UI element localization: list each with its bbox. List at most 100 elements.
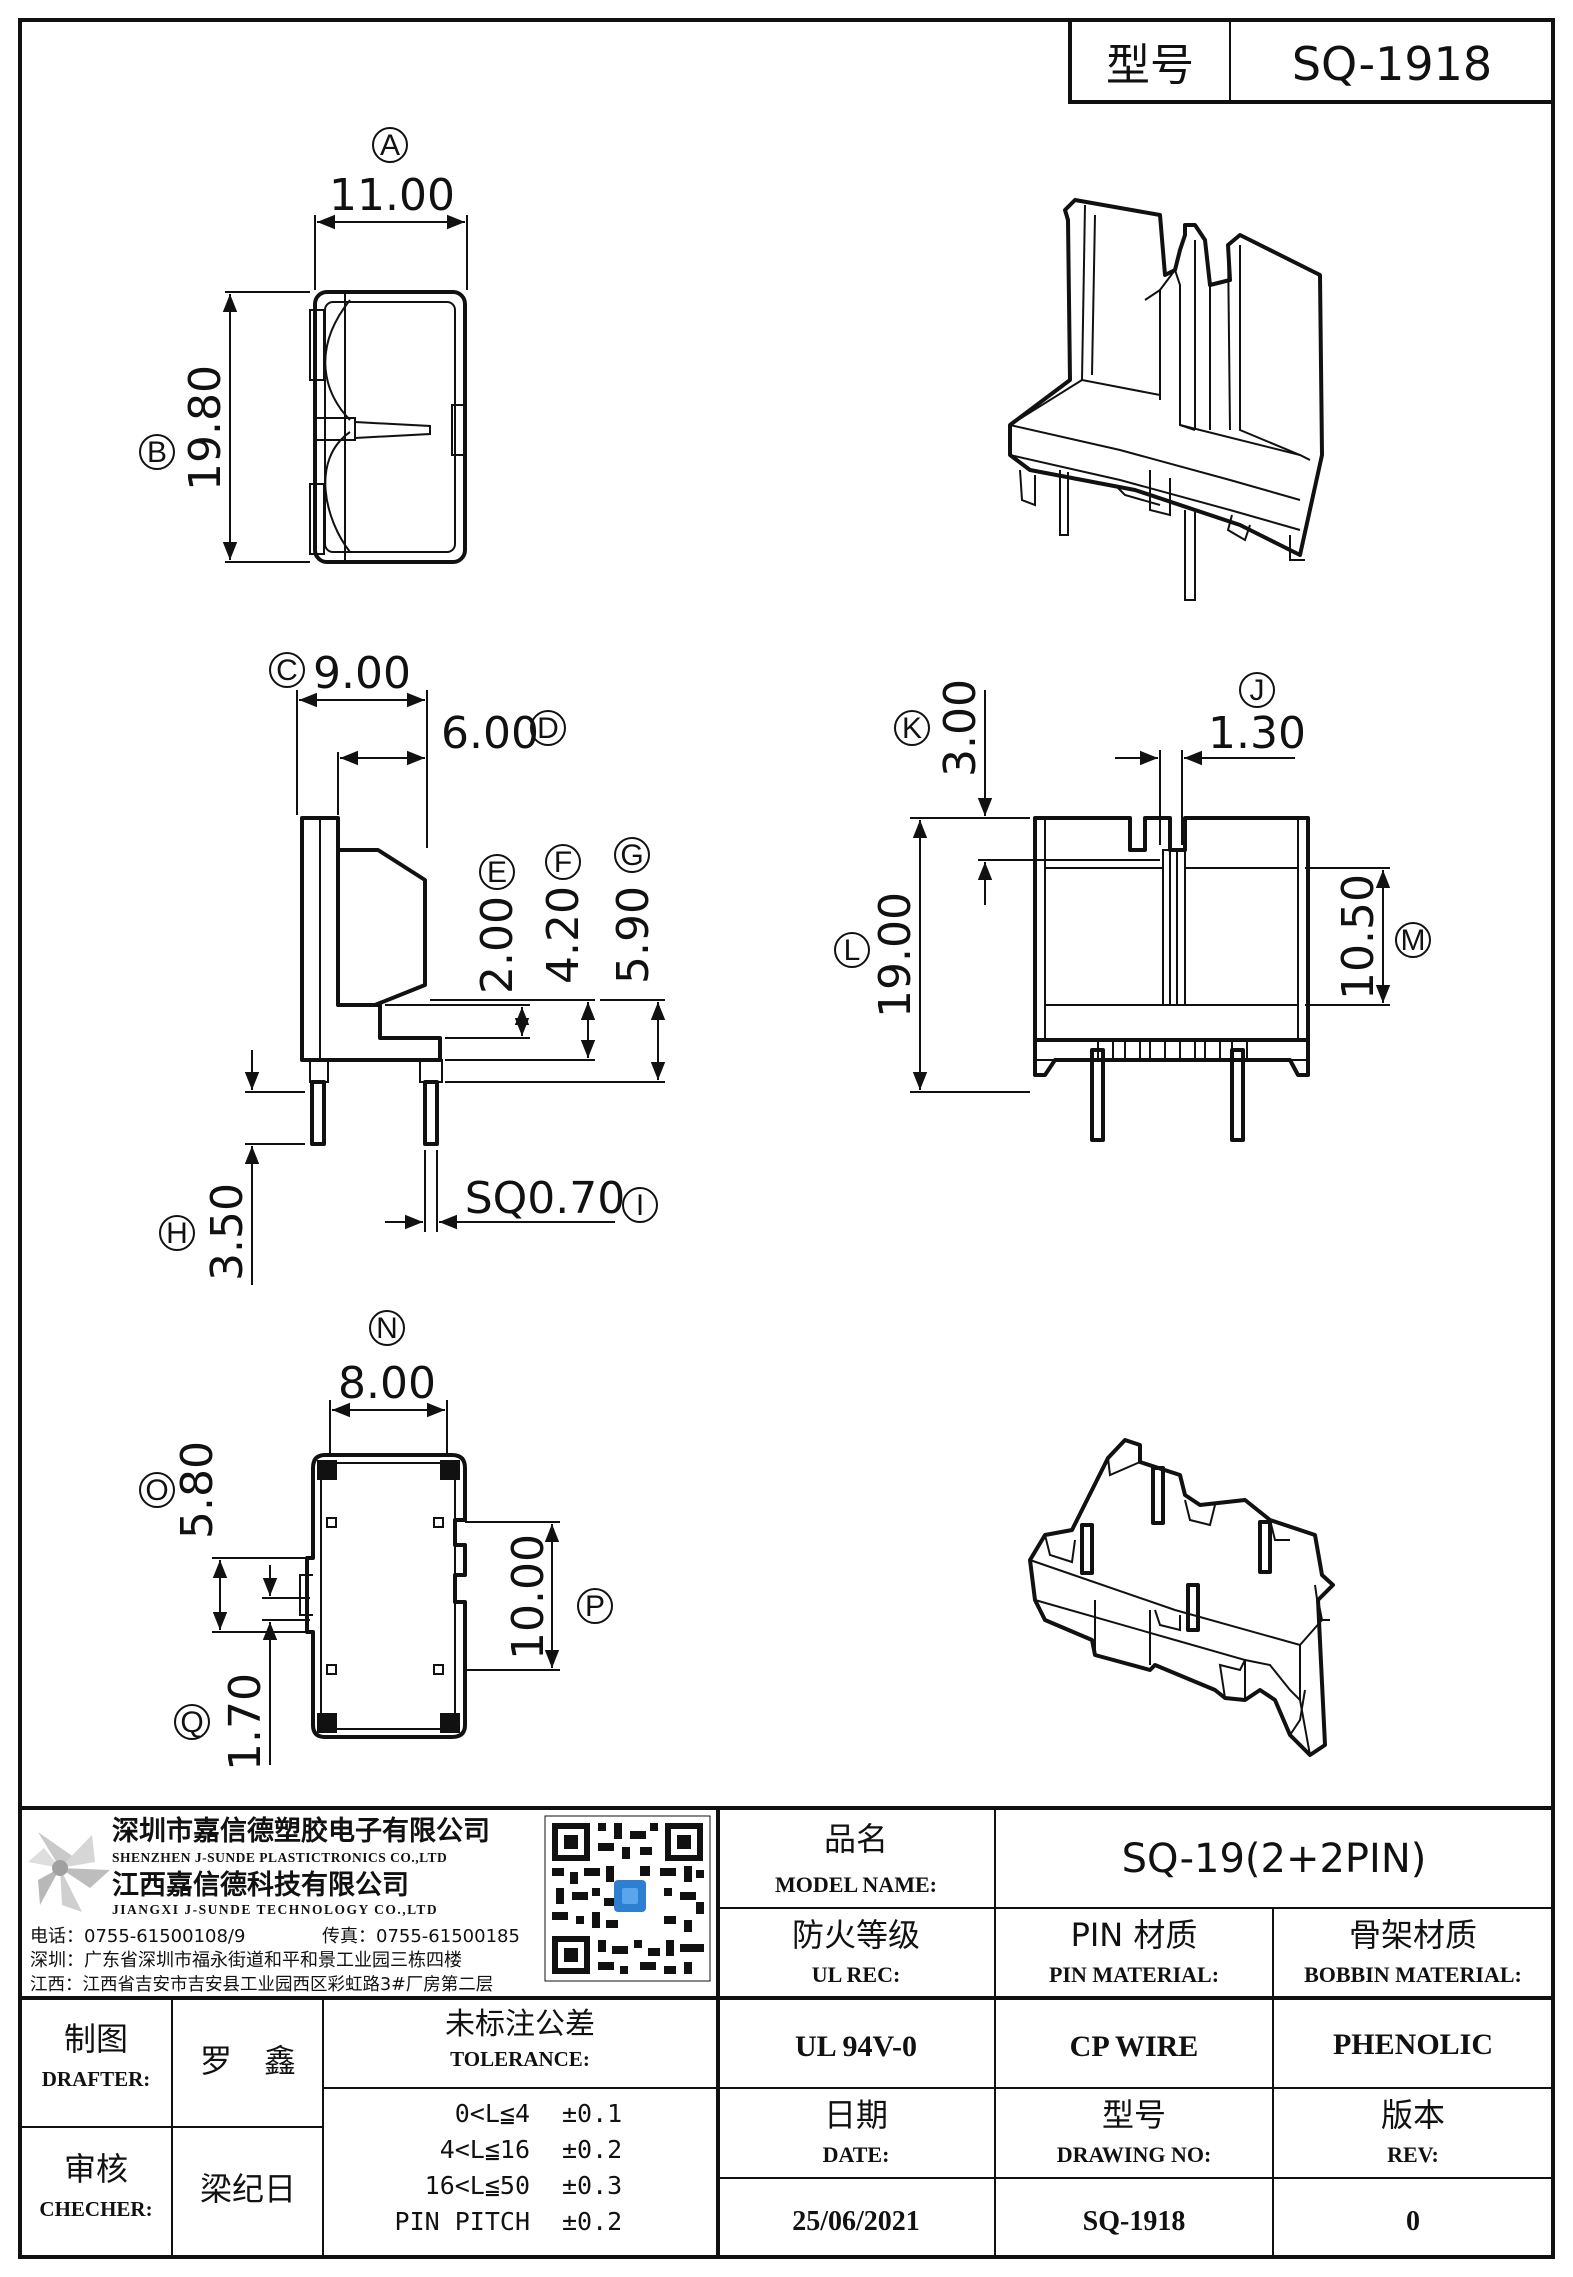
checker-label-cn: 审核 [64, 2150, 128, 2188]
balloon-j-letter: J [1250, 674, 1265, 707]
company-fax: 传真：0755-61500185 [322, 1926, 520, 1947]
bottom-view [299, 1453, 467, 1739]
balloon-h [159, 1215, 195, 1251]
balloon-a-letter: A [380, 129, 400, 162]
rev-label-cn: 版本 [1381, 2096, 1445, 2134]
drawing-no-label-en: DRAWING NO: [1057, 2142, 1212, 2167]
drawing-no-value: SQ-1918 [1083, 2206, 1186, 2237]
balloon-m [1395, 922, 1431, 958]
tolerance-label-cn: 未标注公差 [445, 2007, 595, 2042]
dim-g: G 5.90 [445, 837, 666, 1083]
ul-label-en: UL REC: [812, 1962, 901, 1987]
balloon-d-letter: D [537, 712, 559, 745]
dim-l-value: 19.00 [870, 892, 921, 1018]
balloon-p-letter: P [585, 1590, 605, 1623]
dim-g-value: 5.90 [608, 886, 659, 984]
model-box-value: SQ-1918 [1292, 37, 1492, 91]
balloon-q-letter: Q [180, 1706, 203, 1739]
balloon-e [479, 854, 515, 890]
drafter-label-cn: 制图 [64, 2020, 128, 2058]
qr-code [544, 1815, 711, 1982]
drawing-no-label-cn: 型号 [1102, 2096, 1166, 2134]
dim-h: H 3.50 [159, 1050, 305, 1285]
dim-o: O 5.80 [139, 1441, 307, 1633]
pin-material-value: CP WIRE [1070, 2030, 1199, 2063]
balloon-o-letter: O [145, 1474, 168, 1507]
top-view [309, 290, 467, 564]
balloon-f [545, 844, 581, 880]
dim-a-value: 11.00 [329, 170, 455, 221]
dim-b-value: 19.80 [180, 365, 231, 491]
date-label-cn: 日期 [824, 2096, 888, 2134]
company-name-en-2: JIANGXI J-SUNDE TECHNOLOGY CO.,LTD [112, 1902, 438, 1917]
tolerance-value: ±0.2 [562, 2207, 622, 2236]
tolerance-value: ±0.1 [562, 2099, 622, 2128]
company-address-sz: 深圳：广东省深圳市福永街道和平和景工业园三栋四楼 [30, 1950, 462, 1971]
dim-f-value: 4.20 [538, 886, 589, 984]
ul-value: UL 94V-0 [795, 2030, 917, 2063]
pin-material-label-en: PIN MATERIAL: [1049, 1962, 1219, 1987]
balloon-n-letter: N [376, 1312, 398, 1345]
bobbin-material-label-en: BOBBIN MATERIAL: [1304, 1962, 1522, 1987]
dim-i-value: SQ0.70 [465, 1173, 626, 1224]
rev-label-en: REV: [1387, 2142, 1439, 2167]
sheet-border [18, 18, 1555, 2259]
tolerance-range: 16<L≦50 [425, 2171, 530, 2200]
dim-m-value: 10.50 [1333, 874, 1384, 1000]
dim-p-value: 10.00 [503, 1534, 554, 1660]
balloon-o [139, 1472, 175, 1508]
pin-material-label-cn: PIN 材质 [1071, 1916, 1198, 1954]
company-phone: 电话：0755-61500108/9 [30, 1926, 245, 1947]
balloon-c [269, 652, 305, 688]
model-box-label: 型号 [1106, 40, 1194, 91]
checker-label-en: CHECHER: [39, 2197, 152, 2221]
side-view [300, 816, 443, 1146]
balloon-c-letter: C [276, 654, 298, 687]
balloon-g-letter: G [620, 839, 643, 872]
dim-o-value: 5.80 [172, 1441, 223, 1539]
balloon-d [530, 710, 566, 746]
dim-k: K 3.00 [894, 679, 1160, 905]
dim-d-value: 6.00 [441, 708, 539, 759]
drafter-label-en: DRAFTER: [42, 2067, 151, 2091]
tolerance-range: 0<L≦4 [455, 2099, 530, 2128]
dim-l: L 19.00 [834, 820, 1030, 1093]
model-name-value: SQ-19(2+2PIN) [1122, 1836, 1427, 1882]
dim-e: E 2.00 [385, 854, 530, 1039]
balloon-m-letter: M [1401, 924, 1426, 957]
dim-c: C 9.00 [269, 648, 428, 848]
date-value: 25/06/2021 [792, 2206, 920, 2237]
dim-q: Q 1.70 [174, 1565, 310, 1771]
company-address-jx: 江西：江西省吉安市吉安县工业园西区彩虹路3#厂房第二层 [30, 1975, 493, 1995]
balloon-l-letter: L [844, 934, 861, 967]
tolerance-label-en: TOLERANCE: [450, 2047, 590, 2071]
dim-e-value: 2.00 [472, 896, 523, 994]
title-block [20, 1806, 1553, 2257]
company-block: 深圳市嘉信德塑胶电子有限公司 SHENZHEN J-SUNDE PLASTICT… [28, 1815, 711, 1995]
balloon-n [369, 1310, 405, 1346]
rev-value: 0 [1406, 2206, 1420, 2237]
balloon-i [622, 1187, 658, 1223]
balloon-i-letter: I [636, 1189, 644, 1222]
dim-j: 1.30 J [1115, 672, 1306, 845]
company-name-cn-1: 深圳市嘉信德塑胶电子有限公司 [112, 1815, 490, 1847]
dim-h-value: 3.50 [202, 1183, 253, 1281]
balloon-b [139, 434, 175, 470]
dim-m: M 10.50 [1305, 867, 1431, 1006]
dim-c-value: 9.00 [313, 648, 411, 699]
balloon-b-letter: B [147, 436, 167, 469]
balloon-h-letter: H [166, 1217, 188, 1250]
model-box: 型号 SQ-1918 [1068, 18, 1555, 104]
dim-k-value: 3.00 [935, 679, 986, 777]
balloon-l [834, 932, 870, 968]
balloon-g [614, 837, 650, 873]
balloon-k [894, 710, 930, 746]
balloon-f-letter: F [554, 846, 572, 879]
tolerance-value: ±0.2 [562, 2135, 622, 2164]
balloon-e-letter: E [487, 856, 507, 889]
balloon-k-letter: K [902, 712, 922, 745]
drafter-name: 罗 鑫 [200, 2042, 296, 2080]
tolerance-range: PIN PITCH [395, 2207, 530, 2236]
checker-name: 梁纪日 [200, 2170, 296, 2208]
